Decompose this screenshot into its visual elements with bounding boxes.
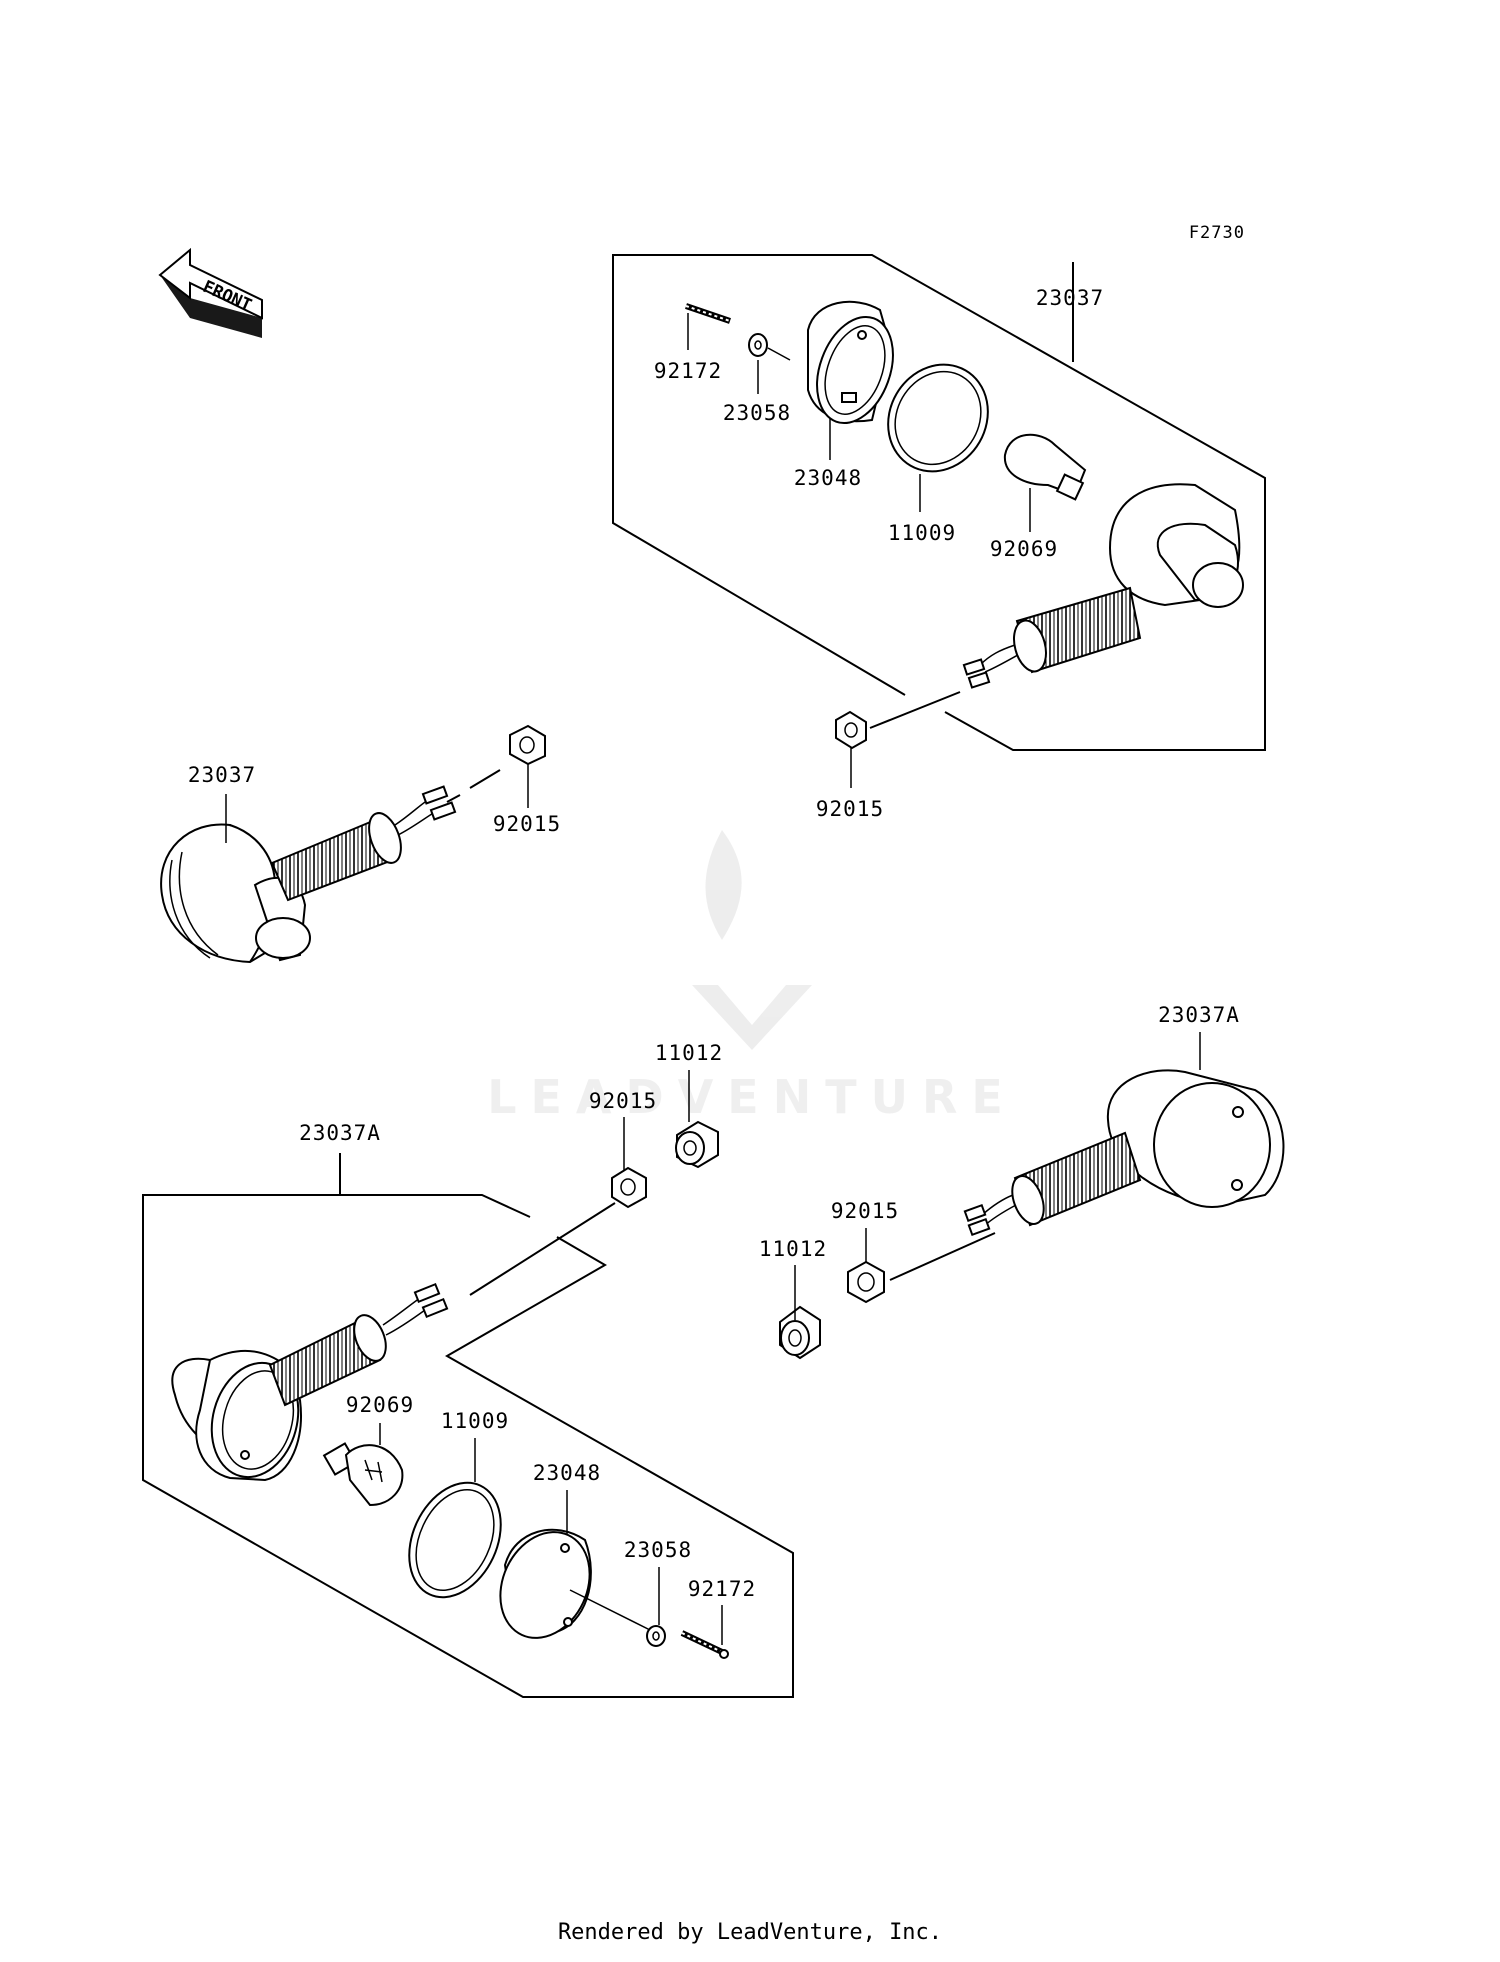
label-top-screw: 92172 bbox=[654, 359, 722, 383]
center-parts bbox=[611, 1070, 719, 1209]
center-spacer-11012 bbox=[675, 1070, 719, 1169]
label-bottom-assembly: 23037A bbox=[299, 1121, 381, 1145]
bottom-signal-body bbox=[171, 1282, 449, 1482]
label-bottom-lens: 23048 bbox=[533, 1461, 601, 1485]
figure-code: F2730 bbox=[1189, 223, 1245, 243]
top-washer-23058 bbox=[748, 333, 791, 394]
bottom-lens-23048 bbox=[499, 1490, 592, 1639]
label-top-lens: 23048 bbox=[794, 466, 862, 490]
footer-credit: Rendered by LeadVenture, Inc. bbox=[557, 1920, 943, 1945]
top-gasket-11009 bbox=[887, 363, 989, 512]
top-nut-92015 bbox=[835, 691, 961, 788]
label-left-assembly: 23037 bbox=[188, 763, 256, 787]
right-assembly bbox=[779, 1032, 1285, 1360]
right-nut-92015 bbox=[847, 1228, 996, 1304]
label-bottom-nut: 92015 bbox=[589, 1089, 657, 1113]
label-right-spacer: 11012 bbox=[759, 1237, 827, 1261]
label-top-bulb: 92069 bbox=[990, 537, 1058, 561]
center-nut-92015 bbox=[611, 1117, 647, 1209]
watermark-text: LEADVENTURE bbox=[487, 1070, 1017, 1124]
top-bulb-92069 bbox=[1003, 433, 1087, 532]
label-top-washer: 23058 bbox=[723, 401, 791, 425]
top-screw-92172 bbox=[685, 303, 731, 350]
left-nut-92015 bbox=[446, 724, 546, 808]
label-top-assembly: 23037 bbox=[1036, 286, 1104, 310]
front-arrow-icon: FRONT bbox=[158, 247, 263, 338]
top-lens-23048 bbox=[807, 300, 894, 460]
label-bottom-gasket: 11009 bbox=[441, 1409, 509, 1433]
right-signal-body bbox=[963, 1032, 1285, 1237]
left-assembly bbox=[160, 724, 546, 964]
left-signal-body bbox=[160, 785, 457, 964]
top-assembly bbox=[612, 254, 1266, 788]
label-bottom-screw: 92172 bbox=[688, 1577, 756, 1601]
bottom-screw-92172 bbox=[680, 1605, 729, 1659]
label-top-nut: 92015 bbox=[816, 797, 884, 821]
label-bottom-washer: 23058 bbox=[624, 1538, 692, 1562]
leadventure-watermark-logo: LEADVENTURE bbox=[487, 830, 1017, 1124]
bottom-assembly bbox=[142, 1153, 794, 1698]
right-spacer-11012 bbox=[779, 1265, 821, 1360]
label-bottom-bulb: 92069 bbox=[346, 1393, 414, 1417]
label-left-nut: 92015 bbox=[493, 812, 561, 836]
top-signal-body bbox=[962, 483, 1244, 689]
bottom-gasket-11009 bbox=[408, 1438, 502, 1599]
bottom-bulb-92069 bbox=[322, 1423, 404, 1507]
label-bottom-spacer: 11012 bbox=[655, 1041, 723, 1065]
bottom-washer-23058 bbox=[569, 1567, 666, 1647]
label-right-nut: 92015 bbox=[831, 1199, 899, 1223]
label-right-assembly: 23037A bbox=[1158, 1003, 1240, 1027]
label-top-gasket: 11009 bbox=[888, 521, 956, 545]
